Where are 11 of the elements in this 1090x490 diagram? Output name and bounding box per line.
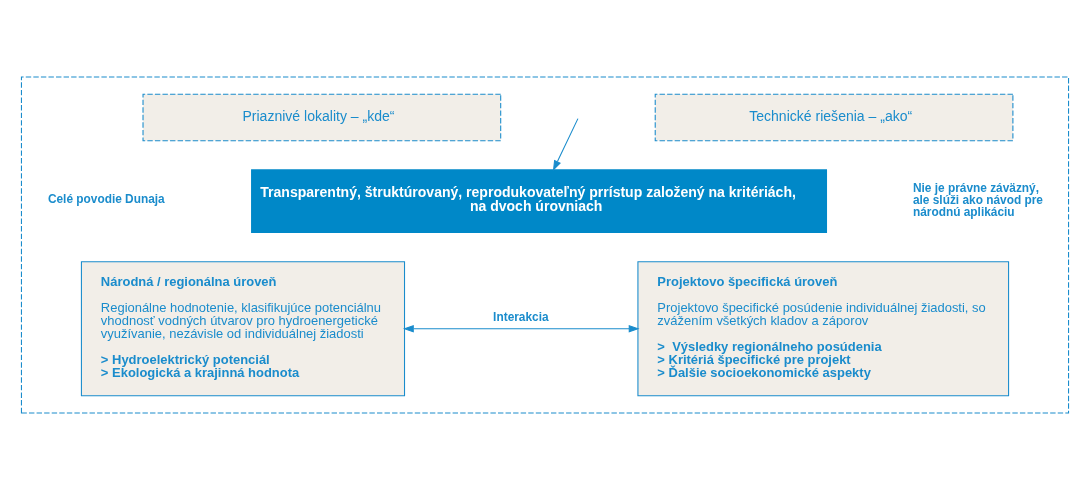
node-box: Projektovo špecifická úroveň Projektovo špecifické posúdenie individuálnej žiadosti, so zvážením všetkých kladov a záporov > Výsledky regionálneho posúdenia > Kritériá špecifické pre projekt > Ďalšie socioekonomické aspekty xyxy=(637,261,1010,397)
label: Nie je právne záväzný, ale slúži ako návod pre národnú aplikáciu xyxy=(912,180,1043,219)
edge-label: Interakcia xyxy=(493,309,549,324)
arrow xyxy=(552,118,579,172)
cluster xyxy=(20,76,1070,414)
node-box: Transparentný, štruktúrovaný, reprodukovateľný prrístup založený na kritériách, na dvoch úrovniach xyxy=(251,169,828,234)
arrow xyxy=(402,324,640,333)
node-box: Národná / regionálna úroveň Regionálne hodnotenie, klasifikujúce potenciálnu vhodnosť vodných útvarov pro hydroenergetické využívanie, nezávisle od individuálnej žiadosti > Hydroelektrický potenciál > Ekologická a krajinná hodnota xyxy=(80,261,406,397)
node-box: Priaznivé lokality – „kde“ xyxy=(142,93,502,142)
label: Celé povodie Dunaja xyxy=(47,192,165,207)
node-box: Technické riešenia – „ako“ xyxy=(654,93,1014,142)
